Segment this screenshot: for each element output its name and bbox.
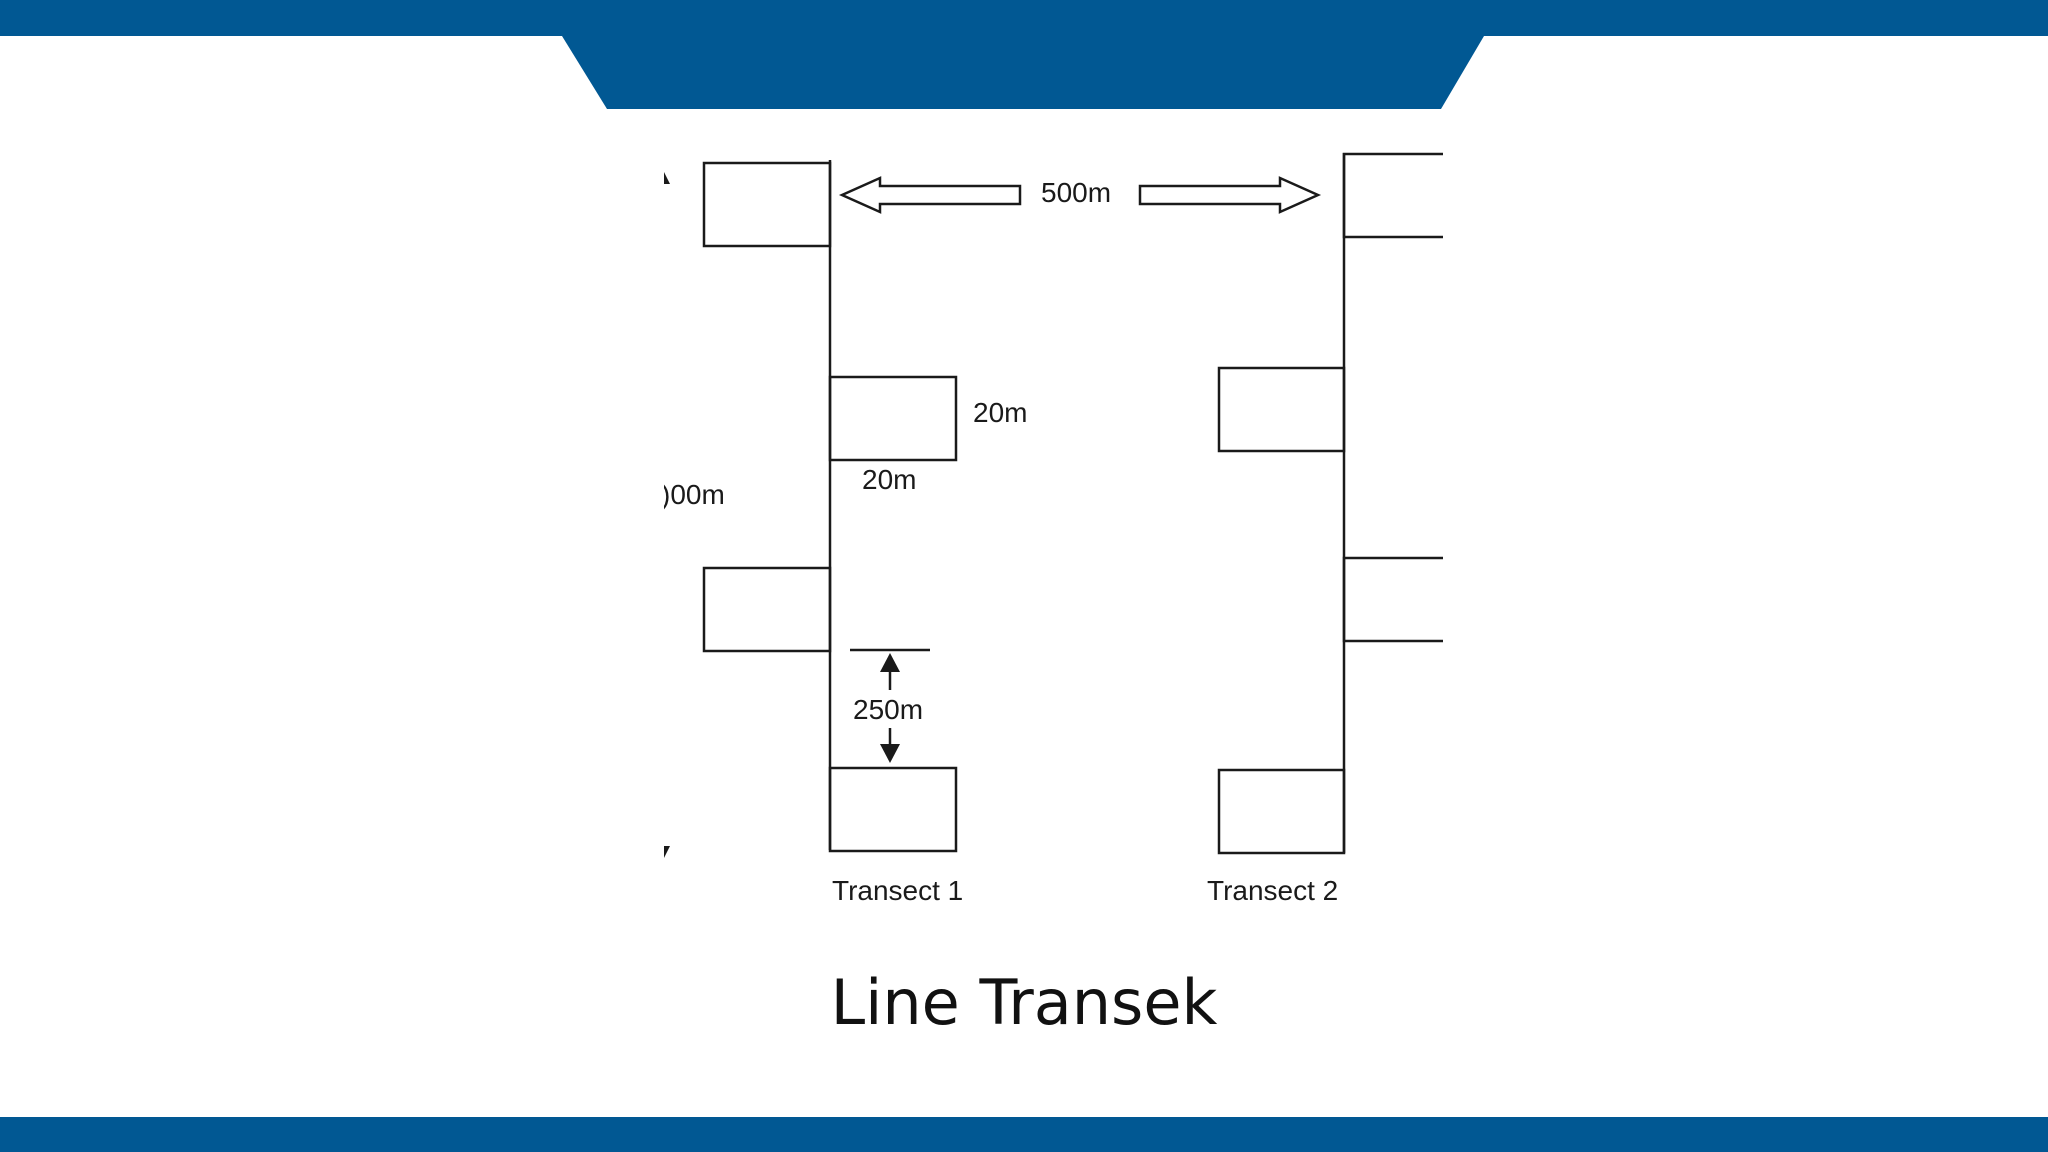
top-tab-shape [0,0,2048,109]
arrow-tip-icon [664,172,670,184]
interval-label: 250m [853,694,923,725]
quadrat [1217,768,1346,855]
length-label: )00m [661,479,725,510]
arrow-down-icon [880,744,900,763]
quadrat [702,161,832,248]
slide-caption: Line Transek [830,966,1218,1039]
quadrat-height-label: 20m [973,397,1027,428]
quadrat [1342,152,1443,239]
spacing-label: 500m [1041,177,1111,208]
arrow-left-icon [838,176,1022,214]
arrow-right-icon [1138,176,1322,214]
quadrat [702,566,832,653]
quadrat [1342,556,1443,643]
bottom-banner [0,1117,2048,1152]
quadrat [828,766,958,853]
quadrat-width-label: 20m [862,464,916,495]
quadrat [828,375,958,462]
transect-1-label: Transect 1 [832,875,963,906]
transect-2-label: Transect 2 [1207,875,1338,906]
quadrat [1217,366,1346,453]
arrow-tip-icon [664,846,670,858]
arrow-up-icon [880,653,900,672]
